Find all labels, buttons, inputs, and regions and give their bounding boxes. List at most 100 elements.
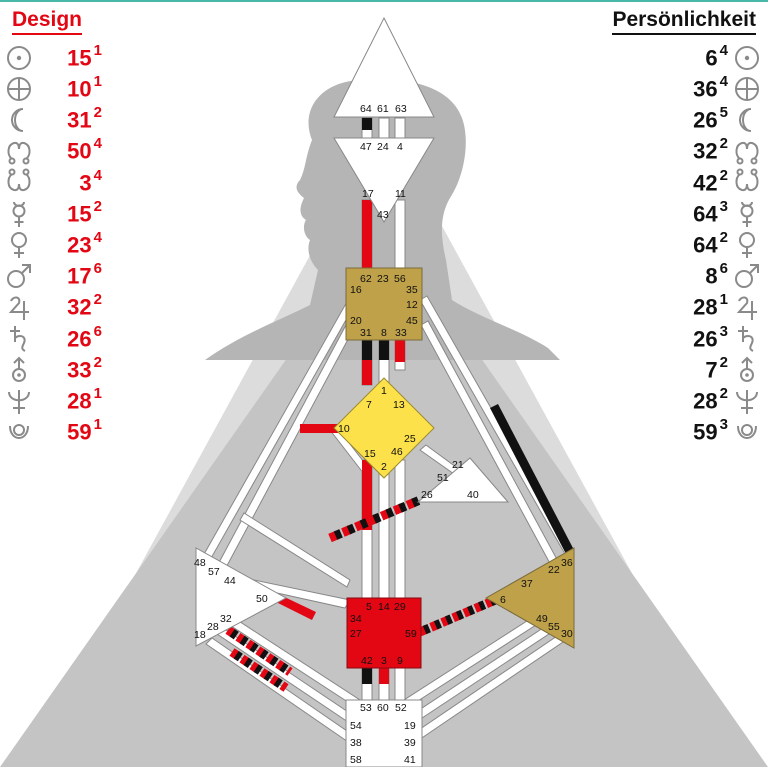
north-node-icon — [732, 136, 762, 166]
line-number: 4 — [93, 135, 102, 153]
line-number: 5 — [719, 104, 728, 122]
venus-icon — [732, 230, 762, 260]
throat-center — [345, 267, 423, 341]
gate-9: 9 — [397, 655, 403, 667]
neptune-icon — [732, 386, 762, 416]
line-number: 1 — [93, 73, 102, 91]
line-number: 6 — [719, 260, 728, 278]
gate-number: 8 — [705, 263, 718, 289]
line-number: 4 — [719, 73, 728, 91]
line-number: 2 — [719, 229, 728, 247]
moon-icon — [732, 105, 762, 135]
gate-number: 15 — [67, 45, 92, 71]
gate-58: 58 — [350, 754, 362, 766]
gate-14: 14 — [378, 601, 390, 613]
heart-center — [416, 457, 510, 503]
line-number: 2 — [93, 291, 102, 309]
gate-15: 15 — [364, 448, 376, 460]
gate-22: 22 — [548, 564, 560, 576]
saturn-icon — [4, 323, 34, 353]
gate-59: 59 — [405, 628, 417, 640]
gate-6: 6 — [500, 594, 506, 606]
south-node-icon — [4, 167, 34, 197]
mercury-icon — [4, 199, 34, 229]
gate-labels: 64 61 63 47 24 4 17 11 43 62 23 56 16 35… — [194, 103, 573, 766]
line-number: 2 — [93, 353, 102, 371]
gate-29: 29 — [394, 601, 406, 613]
gate-57: 57 — [208, 566, 220, 578]
gate-16: 16 — [350, 284, 362, 296]
gate-52: 52 — [395, 702, 407, 714]
line-number: 2 — [719, 384, 728, 402]
sacral-center — [346, 597, 422, 669]
sun-icon — [4, 43, 34, 73]
gate-43: 43 — [377, 209, 389, 221]
line-number: 3 — [719, 322, 728, 340]
gate-30: 30 — [561, 628, 573, 640]
gate-number: 64 — [693, 201, 718, 227]
gate-12: 12 — [406, 299, 418, 311]
gate-35: 35 — [406, 284, 418, 296]
gate-number: 6 — [705, 45, 718, 71]
line-number: 2 — [93, 104, 102, 122]
gate-31: 31 — [360, 327, 372, 339]
line-number: 4 — [719, 41, 728, 59]
gate-45: 45 — [406, 315, 418, 327]
activations — [225, 118, 574, 692]
gate-21: 21 — [452, 459, 464, 471]
sun-icon — [732, 43, 762, 73]
gate-4: 4 — [397, 141, 403, 153]
gate-3: 3 — [381, 655, 387, 667]
moon-icon — [4, 105, 34, 135]
gate-42: 42 — [361, 655, 373, 667]
gate-13: 13 — [393, 399, 405, 411]
jupiter-icon — [732, 292, 762, 322]
gate-64: 64 — [360, 103, 372, 115]
gate-number: 10 — [67, 76, 92, 102]
gate-number: 36 — [693, 76, 718, 102]
gate-number: 28 — [693, 294, 718, 320]
gate-28: 28 — [207, 621, 219, 633]
spleen-center — [195, 547, 288, 647]
mars-icon — [4, 261, 34, 291]
gate-62: 62 — [360, 273, 372, 285]
gate-50: 50 — [256, 593, 268, 605]
ajna-center — [333, 137, 435, 223]
gate-number: 26 — [693, 325, 718, 351]
root-center — [345, 699, 423, 767]
gate-51: 51 — [437, 472, 449, 484]
line-number: 4 — [93, 166, 102, 184]
gate-number: 31 — [67, 107, 92, 133]
line-number: 2 — [719, 135, 728, 153]
gate-number: 50 — [67, 138, 92, 164]
gate-53: 53 — [360, 702, 372, 714]
gate-19: 19 — [404, 720, 416, 732]
line-number: 2 — [719, 353, 728, 371]
